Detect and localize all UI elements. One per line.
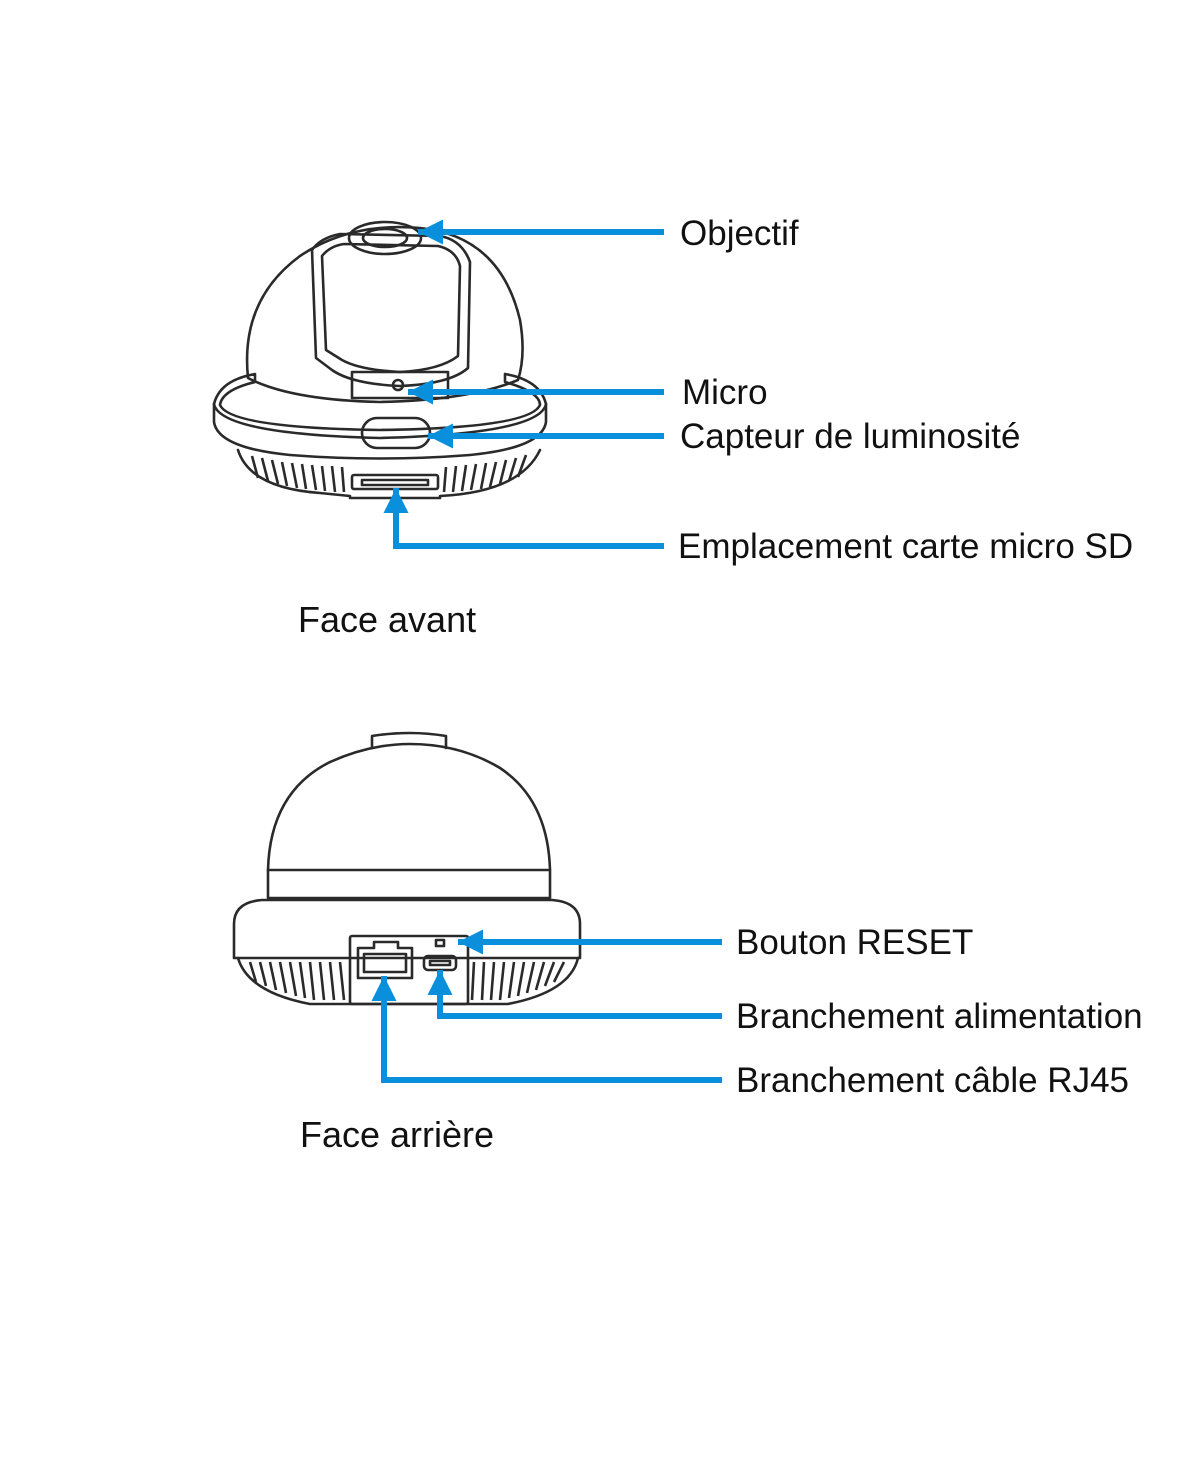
power-arrow [427,970,722,1019]
front-sd-slot [350,473,440,491]
label-capteur-luminosite: Capteur de luminosité [680,417,1021,456]
front-dome [245,225,524,404]
label-bouton-reset: Bouton RESET [736,923,974,962]
rear-base-fins-outline [236,956,580,1006]
caption-face-arriere: Face arrière [300,1114,495,1155]
callout-arrows [371,219,722,1083]
label-micro: Micro [682,373,768,412]
front-base-ring-top [212,402,548,440]
rear-dome-band [266,868,552,900]
label-emplacement-carte-sd: Emplacement carte micro SD [678,527,1134,566]
rear-camera-illustration [232,731,582,1006]
label-branchement-alimentation: Branchement alimentation [736,997,1143,1036]
rear-top-cap [370,731,448,750]
front-mic-area [350,370,450,400]
rear-power-port-inner [428,959,452,967]
rear-base-fins [248,961,566,1001]
front-camera-illustration [212,220,548,500]
label-objectif: Objectif [680,214,799,253]
front-base-fins [250,454,528,493]
sd-arrow [383,488,664,549]
rj45-arrow [371,976,722,1083]
rear-reset-button [434,938,446,948]
front-light-sensor [360,416,432,450]
front-lens-inner [361,227,409,249]
rear-base-ring [232,898,582,960]
rear-connector-panel [348,934,470,1006]
caption-face-avant: Face avant [298,599,477,640]
front-sd-slot-inner [360,478,430,487]
front-lens-housing-inner [320,242,462,374]
front-mic-hole [391,378,405,392]
label-branchement-rj45: Branchement câble RJ45 [736,1061,1129,1100]
rear-dome [266,742,552,872]
rear-rj45-port-inner [362,952,408,974]
front-lens-housing [310,232,472,388]
